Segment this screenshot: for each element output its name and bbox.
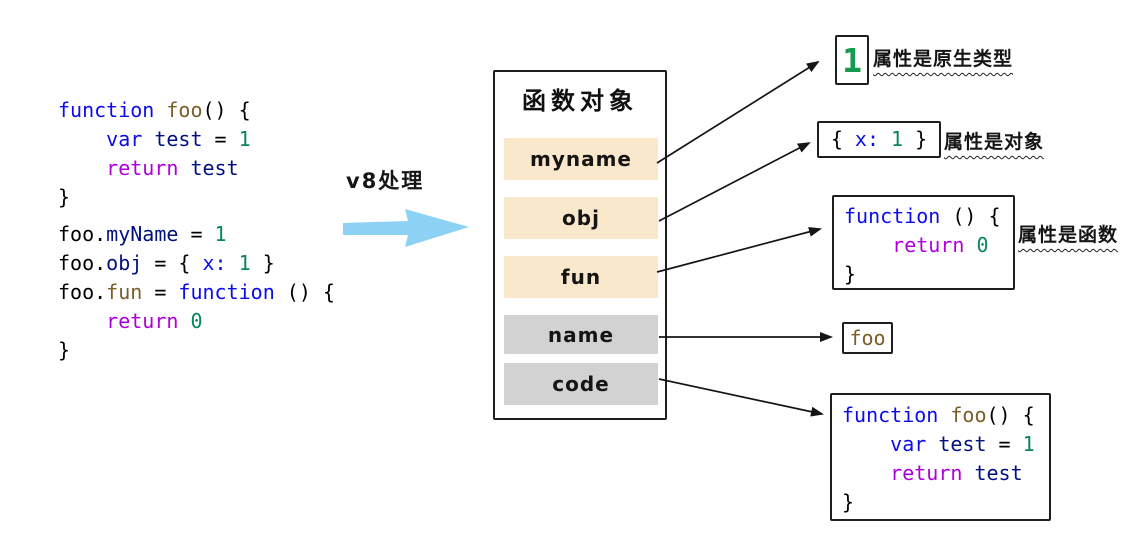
function-value-box: function () { return 0} [832, 195, 1015, 290]
row-obj: obj [504, 197, 658, 239]
primitive-value: 1 [842, 40, 862, 80]
annotation-primitive-type: 属性是原生类型 [873, 48, 1014, 70]
arrow-myname-to-primitive [656, 60, 820, 164]
name-value-box: foo [842, 322, 893, 354]
function-object-box: 函数对象 myname obj fun name code [493, 70, 667, 420]
annotation-function-type: 属性是函数 [1018, 224, 1119, 246]
annotation-object-type: 属性是对象 [944, 131, 1045, 153]
object-value-box: { x: 1 } [817, 121, 941, 158]
arrow-fun-to-function [656, 226, 822, 273]
v8-process-arrow-icon [343, 209, 469, 247]
row-code: code [504, 363, 658, 405]
primitive-value-box: 1 [835, 35, 869, 85]
row-fun: fun [504, 256, 658, 298]
arrow-obj-to-object [658, 142, 811, 222]
source-code-block: function foo() { var test = 1 return tes… [58, 98, 335, 362]
arrow-code-to-code [658, 378, 824, 417]
row-myname: myname [504, 138, 658, 180]
code-value-box: function foo() { var test = 1 return tes… [830, 393, 1051, 521]
function-object-title: 函数对象 [522, 87, 638, 115]
row-name: name [504, 315, 658, 354]
v8-process-label: v8处理 [346, 169, 425, 193]
